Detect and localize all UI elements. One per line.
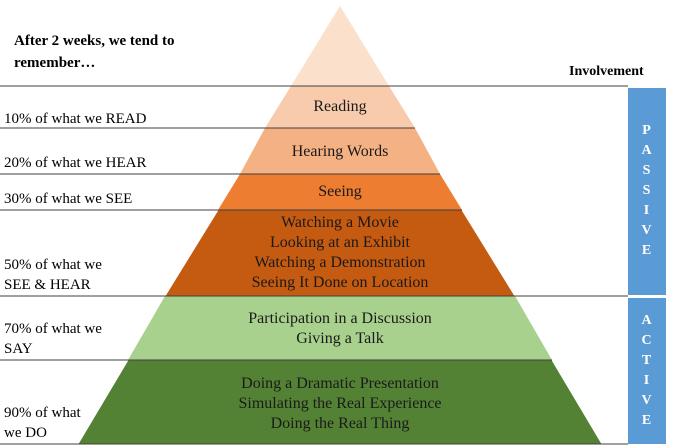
pyramid-layer-hearing [240, 128, 440, 174]
involvement-title: Involvement [569, 64, 644, 79]
involvement-letter: S [642, 183, 652, 198]
heading: After 2 weeks, we tend to remember… [14, 33, 175, 71]
row-label-see: 30% of what we SEE [4, 191, 133, 207]
pyramid-apex [291, 6, 389, 86]
involvement-letter: A [641, 313, 653, 328]
involvement-letter: S [642, 163, 652, 178]
involvement-letter: V [641, 223, 653, 238]
layer-label-reading: Reading [313, 98, 367, 115]
involvement-letter: T [641, 353, 653, 368]
involvement-letter: E [641, 413, 653, 428]
layer-label-seeing: Seeing [318, 183, 362, 200]
active-bar [628, 298, 666, 444]
row-label-hear: 20% of what we HEAR [4, 155, 147, 171]
involvement-letter: P [642, 123, 652, 138]
layer-label-hearing: Hearing Words [291, 143, 389, 160]
involvement-letter: A [641, 143, 653, 158]
involvement-letter: I [643, 203, 651, 218]
layer-label-participation: Participation in a Discussion Giving a T… [248, 310, 432, 347]
involvement-letter: C [641, 333, 653, 348]
involvement-letter: E [641, 243, 653, 258]
involvement-letter: I [643, 373, 651, 388]
row-label-say: 70% of what we SAY [4, 321, 102, 357]
divider-lines [0, 85, 628, 445]
pyramid-layer-seeing [218, 174, 462, 210]
row-label-read: 10% of what we READ [4, 111, 147, 127]
passive-bar [628, 88, 666, 295]
layer-label-watching: Watching a Movie Looking at an Exhibit W… [251, 214, 429, 291]
involvement-letter: V [641, 393, 653, 408]
layer-label-doing: Doing a Dramatic Presentation Simulating… [238, 375, 442, 432]
pyramid-layer-participation [128, 296, 552, 360]
row-label-see-hear: 50% of what we SEE & HEAR [4, 257, 102, 293]
row-label-do: 90% of what we DO [4, 405, 81, 441]
pyramid-layer-reading [265, 86, 415, 128]
